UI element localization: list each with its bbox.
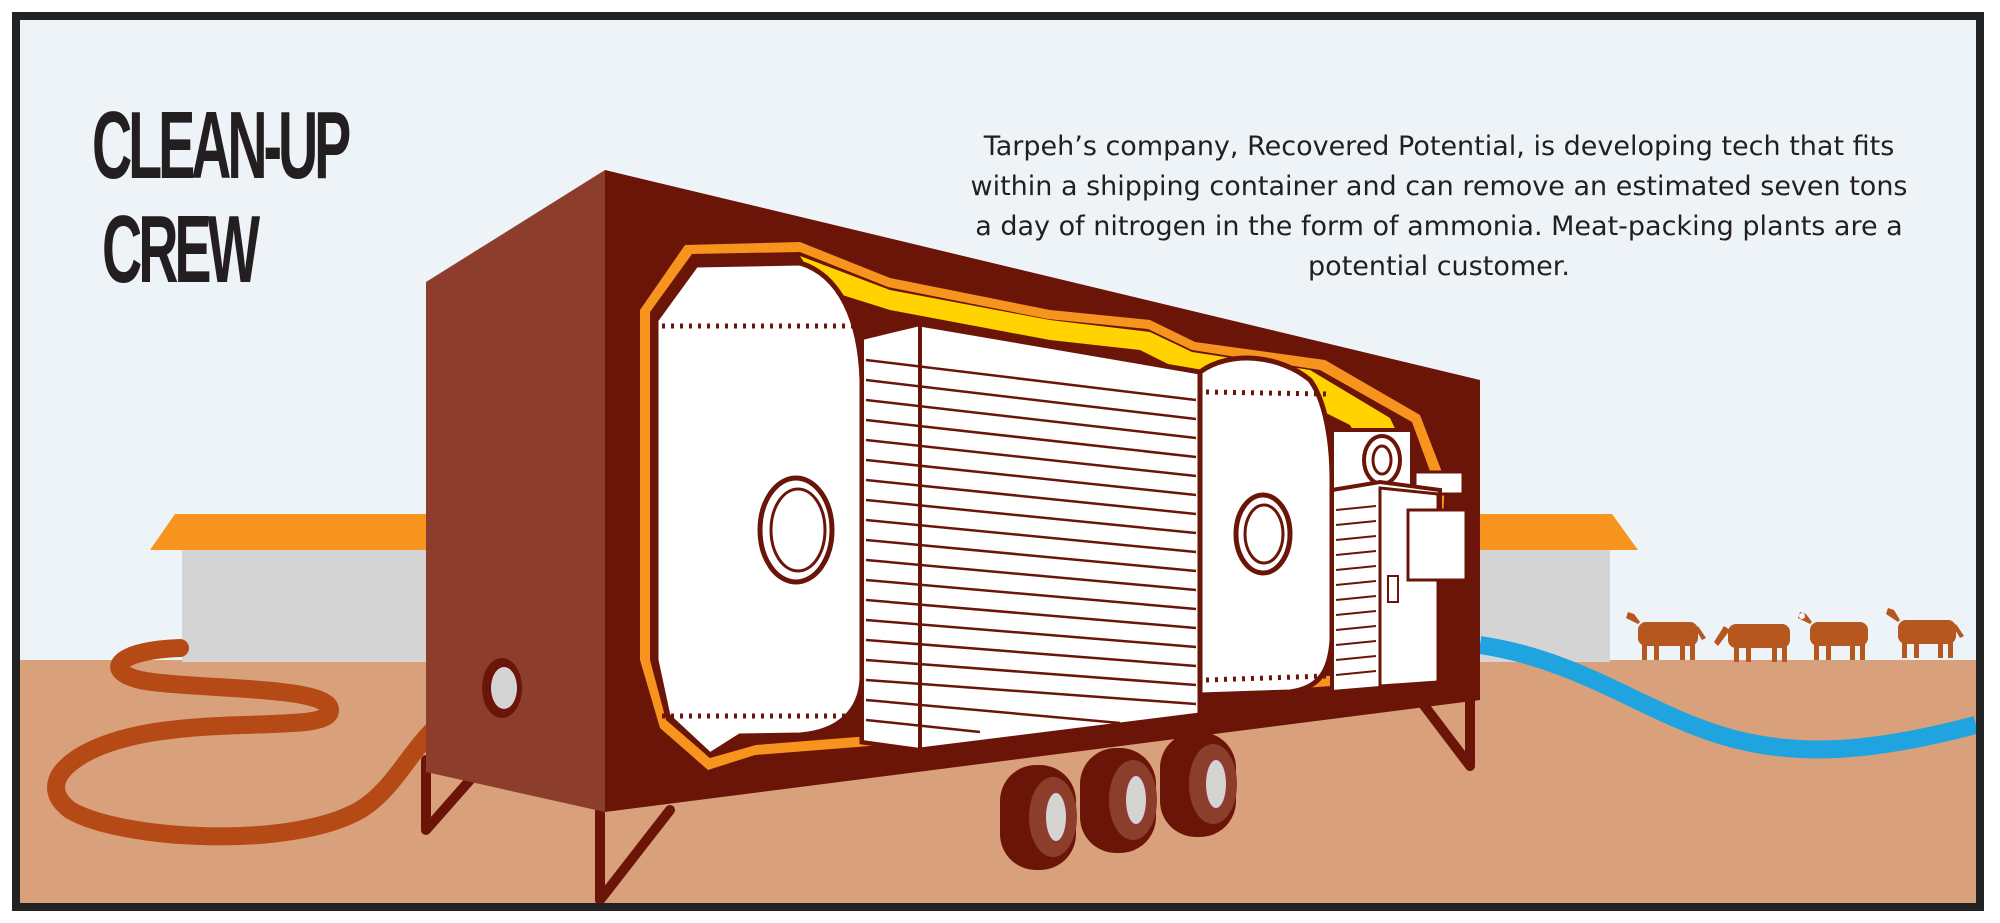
water-stream: [1478, 636, 1976, 759]
illustration-frame: CLEAN-UP CREW Tarpeh’s company, Recovere…: [12, 12, 1984, 911]
container-illustration: [20, 170, 1976, 903]
filter-stack: [859, 321, 1203, 753]
tank-large: [653, 260, 865, 759]
cow-icon: [1886, 608, 1964, 658]
cow-icon: [1626, 612, 1706, 660]
yellow-pipe: [800, 256, 1410, 460]
trailer-wheels: [1000, 732, 1237, 870]
hose-inlet: [482, 658, 522, 718]
hose-highlight: [124, 646, 181, 674]
container-front: [426, 170, 605, 812]
pump-machine: [1330, 428, 1468, 695]
caption-text: Tarpeh’s company, Recovered Potential, i…: [970, 131, 1908, 282]
container-legs: [421, 695, 1475, 903]
headline: CLEAN-UP CREW: [92, 92, 351, 303]
headline-line-1: CLEAN-UP: [92, 92, 351, 199]
hose: [47, 639, 499, 846]
barn-right: [1480, 514, 1638, 662]
barn-left: [150, 514, 432, 662]
headline-line-2: CREW: [102, 196, 260, 303]
cow-icon: [1798, 612, 1868, 660]
cow-icon: [1714, 624, 1790, 662]
tank-small: [1197, 355, 1335, 698]
